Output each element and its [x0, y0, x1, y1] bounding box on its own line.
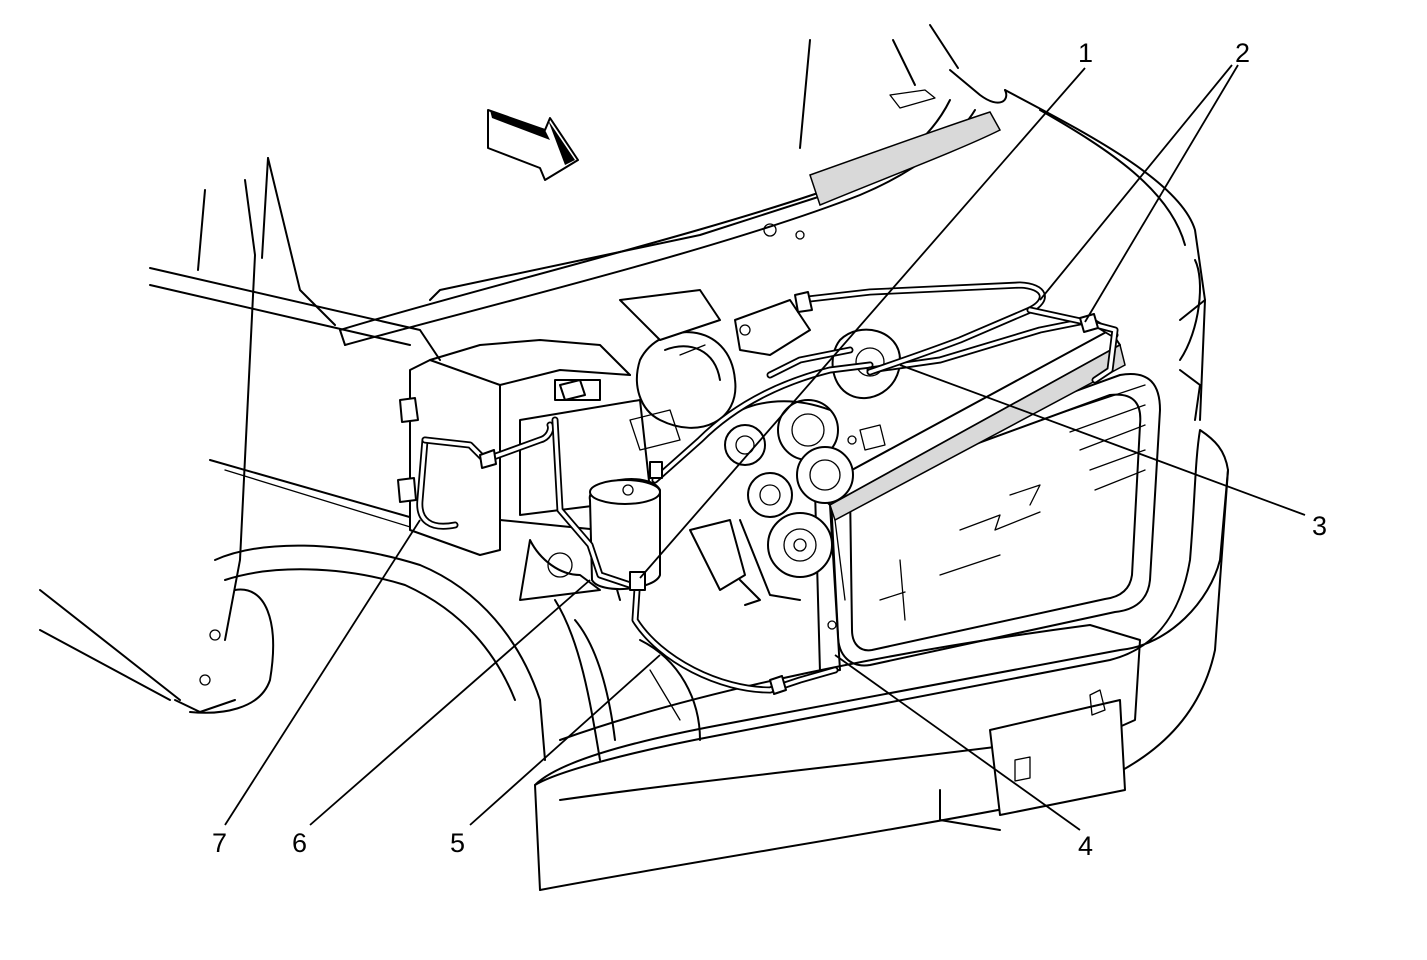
callout-1: 1: [1078, 38, 1093, 68]
callout-3: 3: [1312, 511, 1327, 541]
callout-labels: 1 2 3 4 5 6 7: [212, 38, 1327, 861]
callout-5: 5: [450, 828, 465, 858]
leader-6: [309, 579, 591, 826]
leader-lines: [224, 64, 1306, 831]
cowl-panel: [339, 24, 1008, 346]
front-bumper: [534, 429, 1229, 891]
leader-7: [224, 519, 421, 826]
front-end-sheetmetal: [1004, 89, 1206, 421]
fender-and-body: [39, 157, 546, 761]
leader-2a: [1039, 64, 1233, 301]
callout-4: 4: [1078, 831, 1093, 861]
callout-6: 6: [292, 828, 307, 858]
ac-lines: [416, 281, 1119, 695]
engine-bay: [397, 289, 901, 606]
callout-7: 7: [212, 828, 227, 858]
wheel-opening: [554, 599, 701, 761]
leader-2b: [1084, 64, 1239, 323]
leader-3: [899, 364, 1306, 516]
leader-4: [834, 654, 1081, 831]
leader-5: [469, 654, 661, 826]
callout-2: 2: [1235, 38, 1250, 68]
grille: [829, 373, 1161, 667]
front-direction-arrow-icon: [487, 109, 579, 181]
leader-1: [639, 67, 1086, 579]
